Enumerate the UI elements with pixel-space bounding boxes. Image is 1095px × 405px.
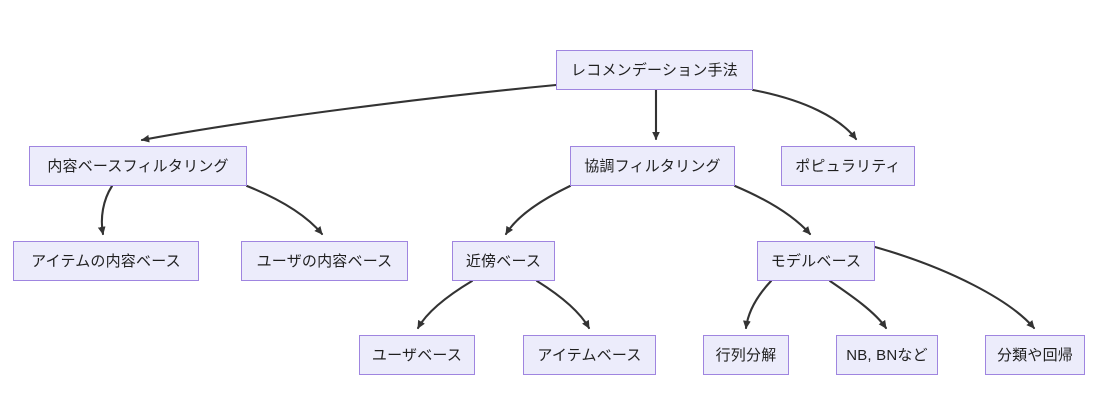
edges-group (97, 83, 1036, 330)
node-label-mf: 行列分解 (715, 346, 777, 364)
node-label-item-based: アイテムベース (537, 346, 642, 364)
edge-neighbor-to-item-based (535, 279, 591, 330)
node-item-content[interactable]: アイテムの内容ベース (13, 241, 199, 281)
edge-root-to-content (140, 83, 558, 143)
node-label-collab: 協調フィルタリング (584, 157, 721, 175)
edge-collab-to-neighbor (504, 184, 572, 236)
node-popularity[interactable]: ポピュラリティ (781, 146, 915, 186)
node-label-item-content: アイテムの内容ベース (31, 252, 181, 270)
edge-root-to-popularity (751, 88, 858, 141)
node-label-model: モデルベース (770, 252, 862, 270)
node-class-reg[interactable]: 分類や回帰 (985, 335, 1085, 375)
edge-neighbor-to-user-based (416, 279, 474, 330)
edge-content-to-user-content (245, 184, 324, 236)
node-label-user-based: ユーザベース (371, 346, 463, 364)
node-label-content: 内容ベースフィルタリング (47, 157, 229, 175)
node-mf[interactable]: 行列分解 (703, 335, 789, 375)
node-content[interactable]: 内容ベースフィルタリング (29, 146, 247, 186)
node-item-based[interactable]: アイテムベース (523, 335, 656, 375)
edge-model-to-nb-bn (828, 279, 888, 330)
edge-model-to-mf (743, 279, 773, 330)
node-label-nb-bn: NB, BNなど (846, 346, 928, 364)
node-label-class-reg: 分類や回帰 (996, 346, 1073, 364)
edge-model-to-class-reg (873, 245, 1036, 330)
node-collab[interactable]: 協調フィルタリング (570, 146, 735, 186)
node-label-root: レコメンデーション手法 (571, 61, 738, 79)
node-nb-bn[interactable]: NB, BNなど (836, 335, 938, 375)
node-neighbor[interactable]: 近傍ベース (452, 241, 555, 281)
node-label-popularity: ポピュラリティ (795, 157, 901, 175)
node-label-neighbor: 近傍ベース (465, 252, 542, 270)
edge-content-to-item-content (97, 184, 114, 236)
node-label-user-content: ユーザの内容ベース (256, 252, 393, 270)
node-user-content[interactable]: ユーザの内容ベース (241, 241, 408, 281)
node-user-based[interactable]: ユーザベース (359, 335, 475, 375)
node-root[interactable]: レコメンデーション手法 (556, 50, 753, 90)
edge-collab-to-model (733, 184, 812, 236)
node-model[interactable]: モデルベース (757, 241, 875, 281)
